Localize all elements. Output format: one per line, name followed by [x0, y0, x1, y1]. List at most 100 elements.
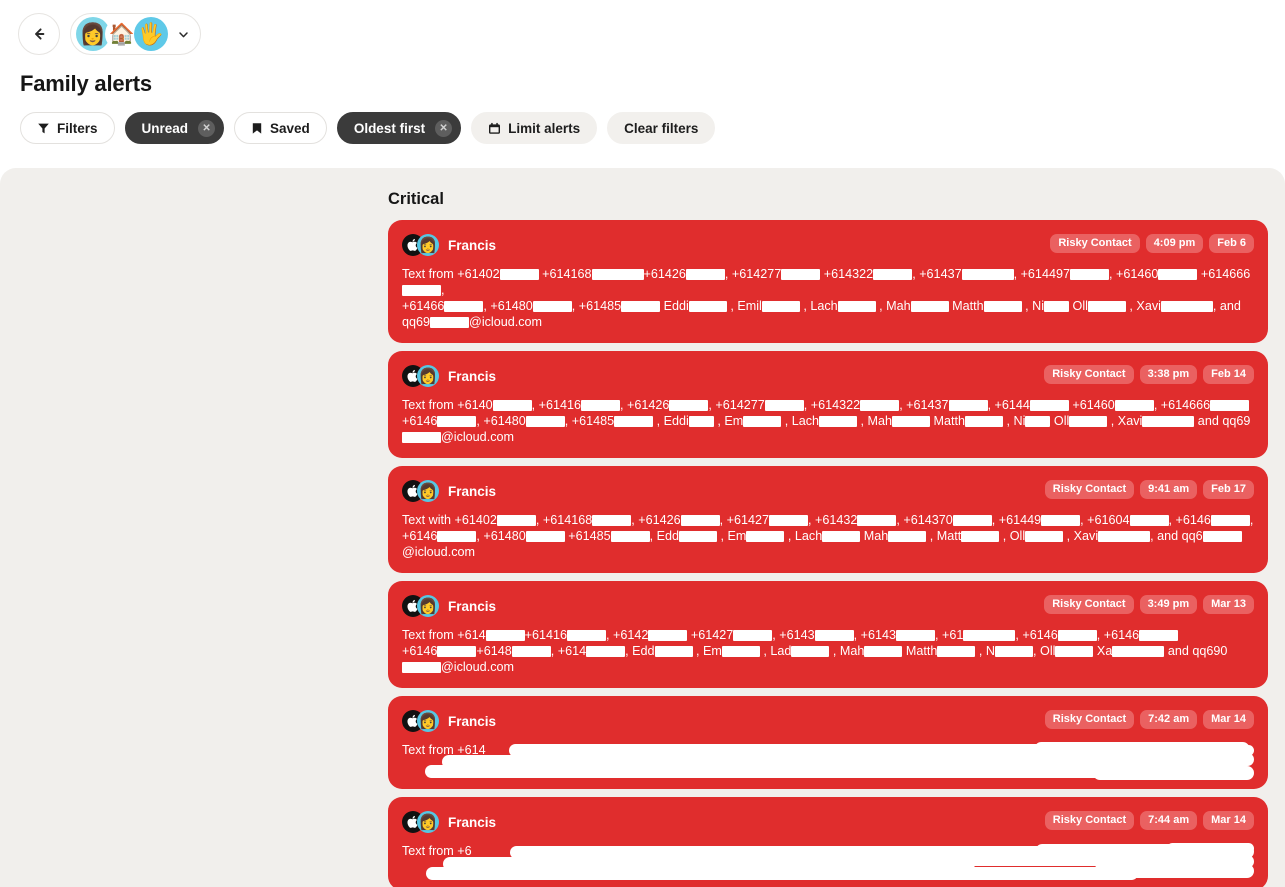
alert-body-line: Text from +6 — [402, 844, 472, 858]
redaction-block — [1069, 269, 1109, 280]
redaction-block — [733, 630, 773, 641]
filter-chip-oldest-first[interactable]: Oldest first ✕ — [336, 112, 462, 144]
alert-time-badge: 4:09 pm — [1145, 234, 1204, 253]
redaction-stroke — [425, 765, 1132, 778]
bookmark-icon — [251, 122, 263, 135]
alert-date-badge: Feb 6 — [1209, 234, 1254, 253]
redaction-block — [864, 646, 903, 657]
alert-body-line: +6146, +61480, +61485 , Eddi , Em , Lach… — [402, 414, 1251, 444]
redaction-block — [444, 301, 484, 312]
contact-avatar: 👩 — [417, 365, 439, 387]
family-avatar-selector[interactable]: 👩 🏠 🖐 — [70, 13, 201, 55]
redaction-block — [1029, 400, 1069, 411]
alert-risk-badge: Risky Contact — [1044, 811, 1135, 830]
alert-body-line: +61466, +61480, +61485 Eddi , Emil , Lac… — [402, 299, 1245, 329]
filter-chip-filters[interactable]: Filters — [20, 112, 115, 144]
filter-chip-label: Filters — [57, 120, 98, 136]
alert-sender-name: Francis — [448, 814, 497, 830]
redaction-block — [1139, 630, 1179, 641]
arrow-left-icon — [32, 27, 46, 41]
redaction-block — [822, 531, 861, 542]
filter-chip-label: Saved — [270, 120, 310, 136]
redaction-block — [532, 301, 572, 312]
redaction-block — [952, 515, 992, 526]
redaction-block — [654, 646, 693, 657]
avatar-stack: 👩 🏠 🖐 — [76, 17, 168, 51]
remove-oldest-first-filter-icon[interactable]: ✕ — [435, 119, 453, 137]
alert-date-badge: Mar 14 — [1203, 710, 1254, 729]
redaction-stroke — [930, 854, 1230, 866]
alert-body: Text from +6140, +61416, +61426, +614277… — [402, 397, 1254, 445]
alert-sender: 👩Francis — [402, 480, 496, 502]
redaction-block — [437, 646, 477, 657]
calendar-icon — [488, 122, 501, 135]
alert-body: Text with +61402, +614168, +61426, +6142… — [402, 512, 1254, 560]
redaction-block — [963, 630, 1016, 641]
alert-date-badge: Feb 14 — [1203, 365, 1254, 384]
redaction-block — [961, 269, 1014, 280]
filter-chip-saved[interactable]: Saved — [234, 112, 327, 144]
redaction-block — [402, 432, 441, 443]
redaction-block — [888, 531, 927, 542]
redaction-block — [819, 416, 858, 427]
contact-avatar: 👩 — [417, 710, 439, 732]
alert-sender-name: Francis — [448, 237, 497, 253]
redaction-block — [688, 416, 714, 427]
filter-chip-unread[interactable]: Unread ✕ — [124, 112, 225, 144]
alert-sender: 👩Francis — [402, 710, 496, 732]
filter-chip-label: Limit alerts — [508, 120, 581, 136]
alert-time-badge: 7:42 am — [1140, 710, 1198, 729]
redaction-block — [1158, 269, 1198, 280]
remove-unread-filter-icon[interactable]: ✕ — [198, 119, 216, 137]
filter-chip-label: Unread — [141, 120, 189, 136]
redaction-block — [485, 630, 525, 641]
section-title-critical: Critical — [388, 190, 444, 208]
page-title: Family alerts — [20, 71, 152, 96]
alert-body-line: Text from +614 — [402, 743, 486, 757]
alert-sender: 👩 Francis — [402, 595, 496, 617]
redaction-block — [1055, 646, 1094, 657]
alert-body: Text from +6 — [402, 843, 1254, 880]
house-avatar: 🏠 — [105, 17, 139, 51]
redaction-block — [1210, 515, 1250, 526]
redaction-block — [1142, 416, 1195, 427]
alert-body: Text from +614 — [402, 742, 1254, 780]
redaction-block — [525, 531, 565, 542]
redaction-block — [1041, 515, 1081, 526]
alert-body: Text from +614+61416, +6142 +61427, +614… — [402, 627, 1254, 675]
redaction-block — [781, 269, 821, 280]
alert-date-badge: Feb 17 — [1203, 480, 1254, 499]
redaction-block — [995, 646, 1034, 657]
alert-risk-badge: Risky Contact — [1050, 234, 1140, 253]
clear-filters-button[interactable]: Clear filters — [607, 112, 716, 144]
alert-risk-badge: Risky Contact — [1044, 595, 1134, 614]
redaction-block — [1202, 531, 1242, 542]
filter-chip-label: Oldest first — [353, 120, 426, 136]
redaction-stroke — [1093, 766, 1254, 780]
back-button[interactable] — [18, 13, 60, 55]
filter-chip-limit-alerts[interactable]: Limit alerts — [471, 112, 598, 144]
alert-sender-name: Francis — [448, 598, 497, 614]
redaction-block — [1044, 301, 1070, 312]
funnel-icon — [37, 122, 50, 135]
contact-avatar: 👩 — [417, 595, 439, 617]
redaction-block — [680, 515, 720, 526]
filter-chip-bar: Filters Unread ✕ Saved Oldest first ✕ — [0, 97, 1285, 144]
alert-sender: 👩Francis — [402, 811, 496, 833]
redaction-block — [430, 317, 470, 328]
alert-risk-badge: Risky Contact — [1044, 480, 1135, 499]
